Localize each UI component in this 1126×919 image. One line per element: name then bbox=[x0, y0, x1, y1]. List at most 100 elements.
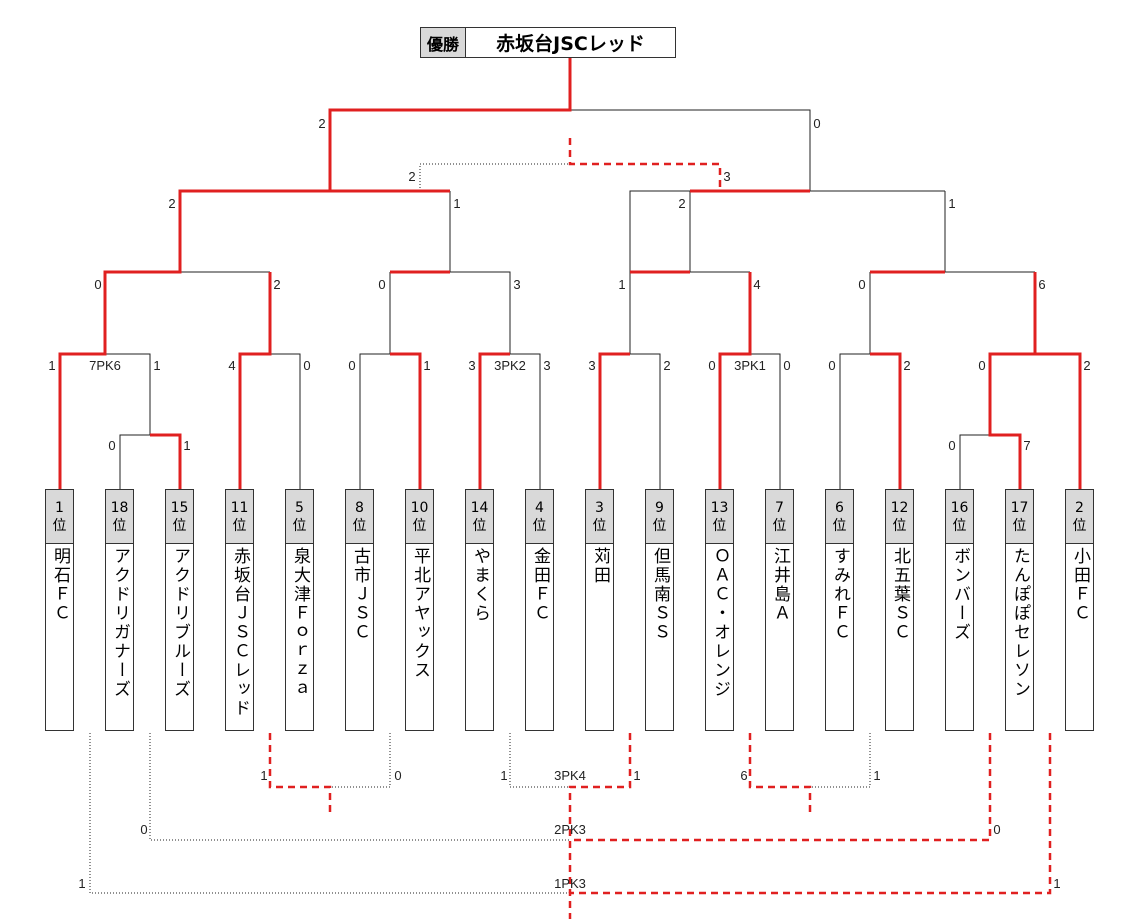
score-label: 0 bbox=[348, 358, 355, 373]
score-label: 4 bbox=[753, 277, 760, 292]
score-label: 1 bbox=[633, 768, 640, 783]
team-rank-number: 10 bbox=[410, 499, 429, 516]
score-label: 0 bbox=[303, 358, 310, 373]
score-label: 1 bbox=[618, 277, 625, 292]
score-label: 1 bbox=[948, 196, 955, 211]
team-rank-suffix: 位 bbox=[652, 517, 667, 534]
team-rank-number: 18 bbox=[110, 499, 129, 516]
score-label: 3 bbox=[723, 169, 730, 184]
team-rank-number: 8 bbox=[355, 499, 364, 516]
team-rank-suffix: 位 bbox=[832, 517, 847, 534]
score-label: 0 bbox=[378, 277, 385, 292]
champion-label: 優勝 bbox=[421, 28, 466, 57]
team-name: 赤坂台ＪＳＣレッド bbox=[230, 547, 250, 718]
team-name: 江井島Ａ bbox=[770, 547, 790, 623]
team-rank-suffix: 位 bbox=[532, 517, 547, 534]
score-label: 2 bbox=[1083, 358, 1090, 373]
team-rank-suffix: 位 bbox=[232, 517, 247, 534]
team-rank-number: 15 bbox=[170, 499, 189, 516]
score-label: 1 bbox=[1053, 876, 1060, 891]
score-label: 3 bbox=[588, 358, 595, 373]
team-rank-suffix: 位 bbox=[592, 517, 607, 534]
team-rank-number: 1 bbox=[55, 499, 64, 516]
team-name: ＯＡＣ・オレンジ bbox=[710, 547, 730, 699]
team-name: 古市ＪＳＣ bbox=[350, 547, 370, 642]
team-rank-suffix: 位 bbox=[472, 517, 487, 534]
team-rank-suffix: 位 bbox=[292, 517, 307, 534]
team-rank-number: 9 bbox=[655, 499, 664, 516]
team-rank-suffix: 位 bbox=[352, 517, 367, 534]
score-label: 2 bbox=[663, 358, 670, 373]
team-rank-number: 12 bbox=[890, 499, 909, 516]
score-label: 6 bbox=[1038, 277, 1045, 292]
team-name: やまくら bbox=[470, 547, 490, 623]
score-label: 1 bbox=[423, 358, 430, 373]
score-label: 1 bbox=[873, 768, 880, 783]
score-label: 2 bbox=[903, 358, 910, 373]
team-rank-number: 17 bbox=[1010, 499, 1029, 516]
score-label: 3PK2 bbox=[494, 358, 526, 373]
team-rank-number: 13 bbox=[710, 499, 729, 516]
team-rank-number: 3 bbox=[595, 499, 604, 516]
team-name: 但馬南ＳＳ bbox=[650, 547, 670, 642]
team-rank-number: 5 bbox=[295, 499, 304, 516]
team-name: ボンバーズ bbox=[950, 547, 970, 642]
team-rank-number: 11 bbox=[230, 499, 249, 516]
score-label: 0 bbox=[94, 277, 101, 292]
score-label: 3 bbox=[513, 277, 520, 292]
score-label: 0 bbox=[993, 822, 1000, 837]
team-rank-suffix: 位 bbox=[892, 517, 907, 534]
score-label: 3PK4 bbox=[554, 768, 586, 783]
score-label: 6 bbox=[740, 768, 747, 783]
score-label: 0 bbox=[948, 438, 955, 453]
score-label: 0 bbox=[108, 438, 115, 453]
score-label: 3PK1 bbox=[734, 358, 766, 373]
team-rank-suffix: 位 bbox=[1072, 517, 1087, 534]
score-label: 0 bbox=[140, 822, 147, 837]
champion-name: 赤坂台JSCレッド bbox=[496, 33, 645, 55]
team-rank-suffix: 位 bbox=[112, 517, 127, 534]
score-label: 1PK3 bbox=[554, 876, 586, 891]
score-label: 3 bbox=[543, 358, 550, 373]
team-name: 平北アヤックス bbox=[410, 547, 430, 680]
team-rank-suffix: 位 bbox=[412, 517, 427, 534]
score-label: 1 bbox=[48, 358, 55, 373]
score-label: 0 bbox=[858, 277, 865, 292]
score-label: 2 bbox=[678, 196, 685, 211]
score-label: 1 bbox=[260, 768, 267, 783]
score-label: 1 bbox=[500, 768, 507, 783]
score-label: 1 bbox=[78, 876, 85, 891]
team-rank-number: 6 bbox=[835, 499, 844, 516]
team-rank-suffix: 位 bbox=[772, 517, 787, 534]
team-rank-suffix: 位 bbox=[1012, 517, 1027, 534]
team-rank-number: 4 bbox=[535, 499, 544, 516]
team-name: 明石ＦＣ bbox=[50, 547, 70, 623]
team-rank-number: 7 bbox=[775, 499, 784, 516]
score-label: 7 bbox=[1023, 438, 1030, 453]
team-name: たんぽぽセレソン bbox=[1010, 547, 1030, 699]
champion-box: 優勝 赤坂台JSCレッド bbox=[420, 27, 676, 58]
team-name: アクドリガナーズ bbox=[110, 547, 130, 699]
